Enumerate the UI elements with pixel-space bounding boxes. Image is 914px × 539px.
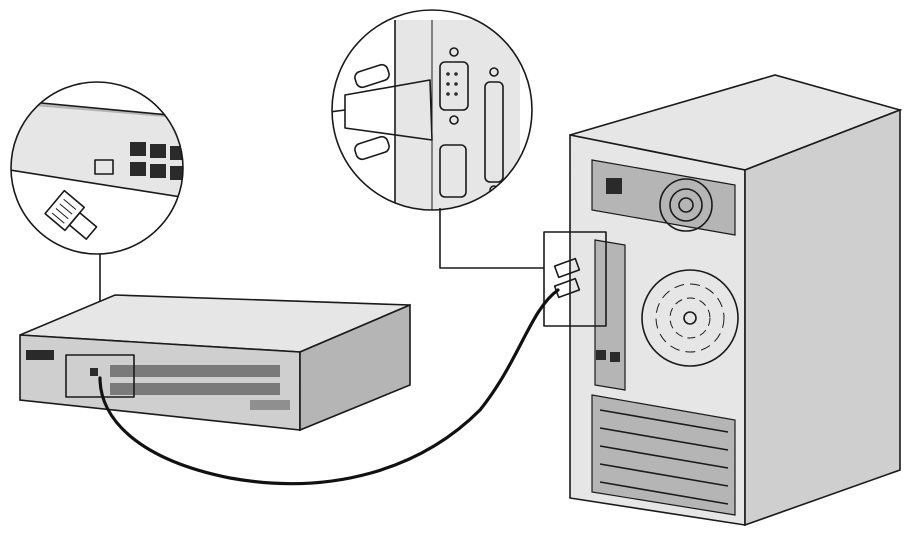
pc-port-closeup bbox=[332, 20, 520, 210]
switch-port-array-icon bbox=[110, 365, 290, 410]
pc-port-zoom-callout bbox=[331, 9, 544, 269]
power-fan-icon bbox=[659, 178, 713, 232]
serial-cable-plug-icon bbox=[332, 63, 433, 161]
vga-connector-icon bbox=[439, 144, 467, 198]
console-port-icon bbox=[94, 159, 114, 175]
rj45-plug-icon bbox=[44, 189, 98, 240]
switch-port-closeup bbox=[11, 99, 183, 240]
switch-logo-icon bbox=[26, 350, 54, 360]
switch-port-zoom-callout bbox=[10, 81, 184, 352]
power-switch-icon bbox=[606, 178, 622, 194]
ethernet-ports-icon bbox=[130, 142, 183, 180]
computer-tower bbox=[543, 74, 903, 527]
switch-console-port-highlight bbox=[65, 354, 135, 398]
case-fan-icon bbox=[641, 269, 739, 367]
switch-device bbox=[19, 294, 411, 432]
db9-connector-icon bbox=[439, 47, 469, 125]
console-cable bbox=[98, 288, 560, 486]
expansion-slots-icon bbox=[591, 394, 736, 516]
pc-serial-port-highlight bbox=[543, 231, 607, 327]
